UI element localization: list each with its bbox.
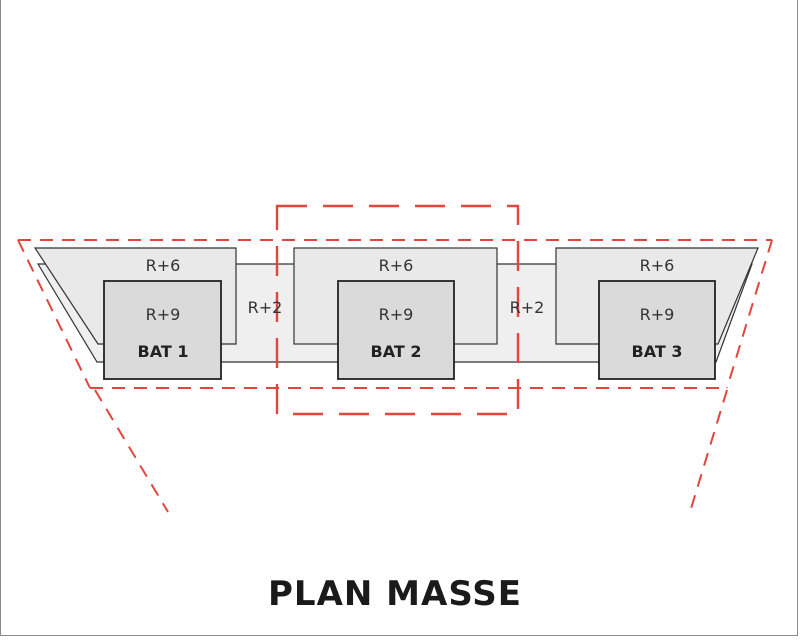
bat3-tower: [598, 280, 716, 380]
connector-left-label: R+2: [248, 298, 283, 317]
bat1-name: BAT 1: [138, 342, 189, 361]
connector-right-label: R+2: [510, 298, 545, 317]
plan-title: PLAN MASSE: [267, 574, 522, 614]
bat2-wing-label: R+6: [379, 256, 414, 275]
bat2-name: BAT 2: [371, 342, 422, 361]
bat2-tower-label: R+9: [379, 305, 414, 324]
bat1-tower-label: R+9: [146, 305, 181, 324]
central-zone-outline: [275, 204, 520, 416]
bat3-wing-label: R+6: [640, 256, 675, 275]
bat3-name: BAT 3: [632, 342, 683, 361]
site-envelope-outline: [17, 239, 773, 513]
bat1-wing-label: R+6: [146, 256, 181, 275]
bat2-tower: [337, 280, 455, 380]
bat3-tower-label: R+9: [640, 305, 675, 324]
bat1-tower: [103, 280, 222, 380]
